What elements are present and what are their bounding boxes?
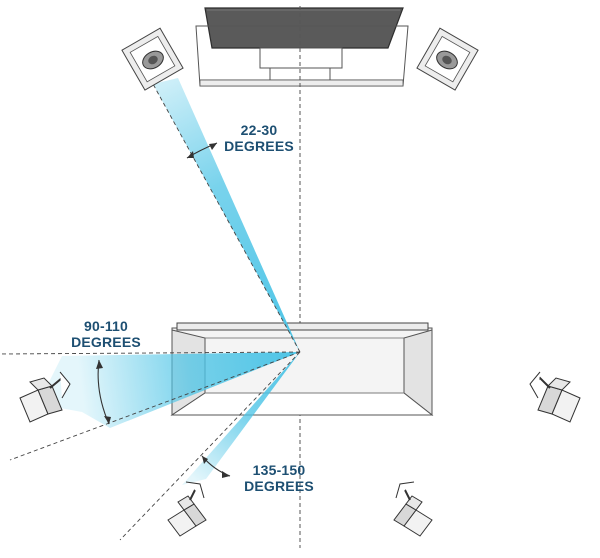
side-angle-unit: DEGREES <box>71 334 141 350</box>
angle-arcs <box>96 142 231 478</box>
speaker-rear-right-icon <box>393 481 433 537</box>
rear-angle-unit: DEGREES <box>244 478 314 494</box>
tv-icon <box>195 7 409 87</box>
front-beam <box>153 78 300 352</box>
speaker-side-right-icon <box>529 371 581 423</box>
side-angle-label: 90-110 DEGREES <box>62 318 150 350</box>
rear-beam <box>182 352 300 485</box>
speaker-front-right-icon <box>416 27 479 91</box>
rear-angle-label: 135-150 DEGREES <box>236 462 322 494</box>
speaker-front-left-icon <box>121 27 184 91</box>
side-beam <box>48 352 300 428</box>
front-angle-range: 22-30 <box>240 122 278 138</box>
angle-guide-lines <box>0 83 301 541</box>
front-angle-unit: DEGREES <box>224 138 294 154</box>
front-angle-label: 22-30 DEGREES <box>220 122 298 154</box>
speaker-side-left-icon <box>19 371 71 423</box>
speaker-rear-left-icon <box>167 481 207 537</box>
rear-angle-range: 135-150 <box>252 462 306 478</box>
side-angle-range: 90-110 <box>83 318 129 334</box>
